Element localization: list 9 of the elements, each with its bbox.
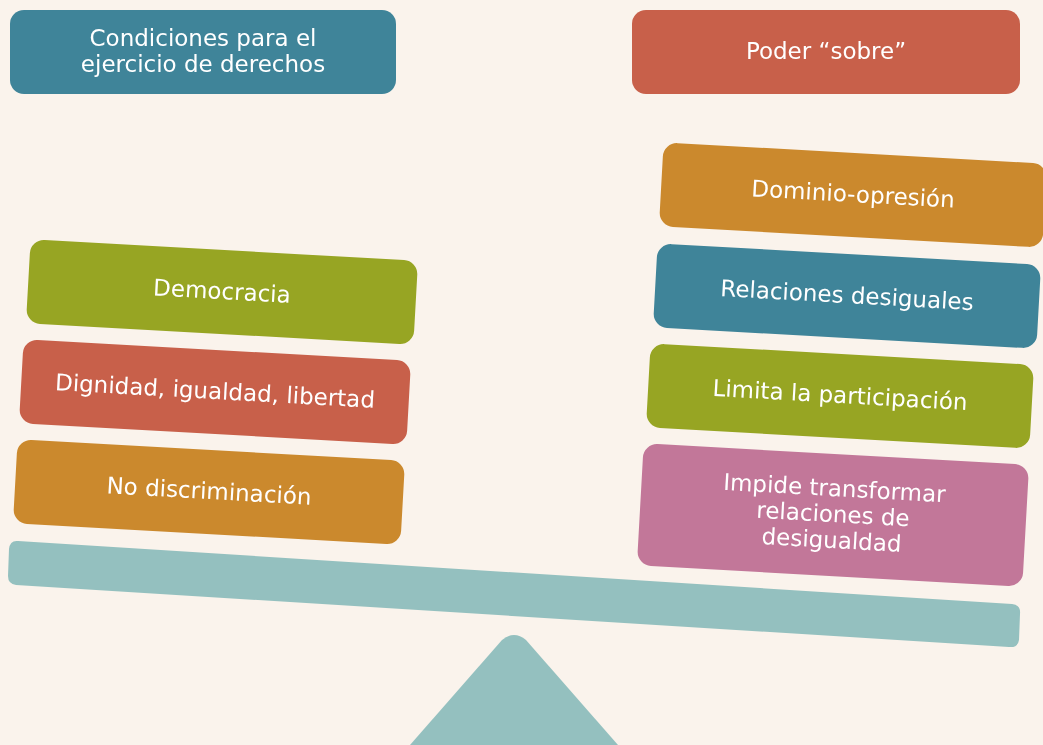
text-card: Condiciones para el ejercicio de derechos (10, 10, 396, 94)
text-card: Poder “sobre” (632, 10, 1020, 94)
text-card: Relaciones desiguales (652, 243, 1042, 349)
text-card: Impide transformar relaciones de desigualdad (636, 443, 1030, 587)
text-card: Limita la participación (645, 343, 1035, 449)
text-card: Democracia (25, 239, 419, 345)
text-card: Dignidad, igualdad, libertad (18, 339, 412, 445)
text-card: Dominio-opresión (658, 142, 1043, 248)
text-card: No discriminación (12, 439, 406, 545)
